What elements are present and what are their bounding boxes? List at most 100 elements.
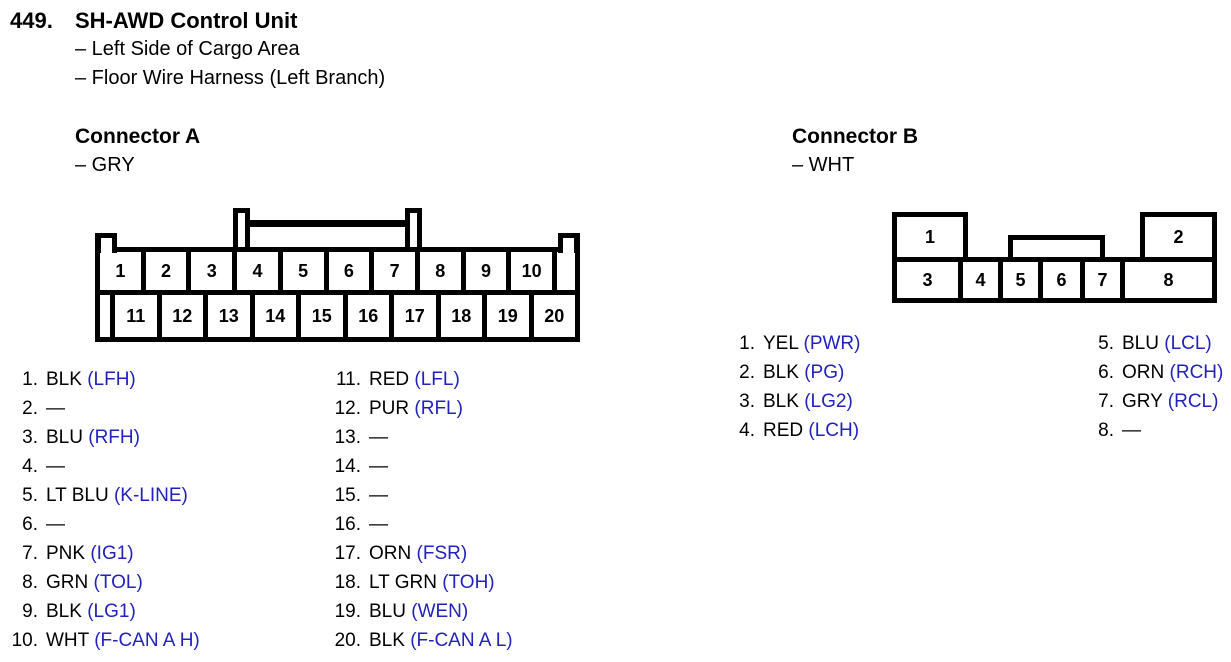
latch-bar — [245, 220, 410, 227]
pin-row: 8. — — [1086, 416, 1223, 445]
wire-color: BLK — [763, 391, 799, 412]
pin-number: 6. — [1098, 362, 1114, 383]
pin-cell: 3 — [191, 252, 238, 290]
signal-name: (RFL) — [414, 398, 463, 419]
wire-color: LT GRN — [369, 572, 437, 593]
signal-name: (LG2) — [804, 391, 853, 412]
wire-color: BLU — [46, 427, 83, 448]
wire-color: ORN — [369, 543, 412, 564]
pin-row: 18. LT GRN (TOH) — [330, 568, 513, 597]
pin-cell: 19 — [487, 295, 534, 337]
pin-row: 1.YEL (PWR) — [727, 329, 860, 358]
wire-color: — — [46, 456, 65, 477]
wire-color: ORN — [1122, 362, 1165, 383]
wire-color: — — [46, 398, 65, 419]
signal-name: (WEN) — [411, 601, 469, 622]
pin-number: 12. — [334, 398, 361, 419]
signal-name: (RFH) — [88, 427, 140, 448]
pin-row: 7.GRY (RCL) — [1086, 387, 1223, 416]
wire-color: — — [369, 427, 388, 448]
wire-color: — — [369, 485, 388, 506]
signal-name: (FSR) — [416, 543, 468, 564]
wire-color: — — [369, 456, 388, 477]
connector-b-diagram: 1 2 3 4 5 6 7 8 — [892, 212, 1217, 303]
signal-name: (LCH) — [808, 420, 860, 441]
pin-cell: 20 — [533, 295, 575, 337]
component-title: SH-AWD Control Unit — [75, 8, 298, 33]
pin-number: 2. — [22, 398, 38, 419]
wire-color: — — [46, 514, 65, 535]
connector-b-heading: Connector B — [792, 125, 918, 148]
pin-number: 20. — [334, 630, 361, 651]
pin-cell: 17 — [394, 295, 441, 337]
pin-number: 9. — [22, 601, 38, 622]
pin-cell: 4 — [963, 262, 1003, 298]
pin-number: 8. — [1098, 420, 1114, 441]
pin-cell: 13 — [208, 295, 255, 337]
pin-number: 1. — [739, 333, 755, 354]
pin-cell: 5 — [1003, 262, 1043, 298]
pin-number: 17. — [334, 543, 361, 564]
signal-name: (TOH) — [442, 572, 495, 593]
signal-name: (RCH) — [1169, 362, 1224, 383]
pin-row: 19. BLU (WEN) — [330, 597, 513, 626]
pin-row: 11.RED (LFL) — [330, 365, 513, 394]
pin-cell: 3 — [897, 262, 963, 298]
pin-number: 13. — [334, 427, 361, 448]
pin-number: 1. — [22, 369, 38, 390]
pin-number: 19. — [334, 601, 361, 622]
pin-row: 1. BLK (LFH) — [10, 365, 200, 394]
wire-color: RED — [369, 369, 410, 390]
pin-row: 15.— — [330, 481, 513, 510]
pin-number: 16. — [334, 514, 361, 535]
signal-name: (PWR) — [803, 333, 861, 354]
signal-name: (LG1) — [87, 601, 136, 622]
connector-a-bottom-row: 11 12 13 14 15 16 17 18 19 20 — [95, 295, 580, 342]
pin-number: 10. — [11, 630, 38, 651]
pin-cell: 16 — [347, 295, 394, 337]
wire-color: — — [369, 514, 388, 535]
pin-cell: 1 — [892, 212, 968, 262]
pin-row: 8.GRN (TOL) — [10, 568, 200, 597]
pin-number: 2. — [739, 362, 755, 383]
pin-number: 18. — [334, 572, 361, 593]
wire-color: BLK — [46, 601, 82, 622]
pin-row: 7.PNK (IG1) — [10, 539, 200, 568]
pin-cell: 15 — [301, 295, 348, 337]
pin-cell: 14 — [254, 295, 301, 337]
pin-cell: 7 — [1085, 262, 1125, 298]
mount-tab-right — [558, 233, 580, 253]
pin-cell: 18 — [440, 295, 487, 337]
pin-row: 2. — — [10, 394, 200, 423]
pin-row: 5.LT BLU (K-LINE) — [10, 481, 200, 510]
pin-row: 17. ORN (FSR) — [330, 539, 513, 568]
pin-row: 13. — — [330, 423, 513, 452]
wire-color: — — [1122, 420, 1141, 441]
connector-b-pin-list-left: 1.YEL (PWR) 2.BLK (PG) 3.BLK (LG2) 4.RED… — [727, 329, 860, 445]
pin-row: 3.BLK (LG2) — [727, 387, 860, 416]
connector-b-bottom-row: 3 4 5 6 7 8 — [892, 257, 1217, 303]
signal-name: (LFH) — [87, 369, 136, 390]
wire-color: BLK — [46, 369, 82, 390]
signal-name: (LCL) — [1164, 333, 1212, 354]
wire-color: PUR — [369, 398, 410, 419]
pin-row: 6. ORN (RCH) — [1086, 358, 1223, 387]
pin-cell: 8 — [419, 252, 466, 290]
page-title: 449. SH-AWD Control Unit — [10, 8, 385, 34]
pin-cell: 6 — [328, 252, 375, 290]
pin-cell: 7 — [374, 252, 420, 290]
page-header: 449. SH-AWD Control Unit – Left Side of … — [10, 8, 385, 92]
connector-a-top-row: 1 2 3 4 5 6 7 8 9 10 — [95, 247, 580, 295]
connector-a-pin-list-left: 1.BLK (LFH) 2.— 3.BLU (RFH) 4.— 5.LT BLU… — [10, 365, 200, 655]
connector-a-body: 1 2 3 4 5 6 7 8 9 10 11 12 13 14 15 16 1 — [95, 247, 580, 342]
pin-row: 6.— — [10, 510, 200, 539]
wire-color: BLU — [369, 601, 406, 622]
pin-cell: 5 — [282, 252, 329, 290]
signal-name: (LFL) — [414, 369, 460, 390]
signal-name: (PG) — [804, 362, 845, 383]
pin-number: 4. — [22, 456, 38, 477]
item-number: 449. — [10, 8, 53, 33]
location-line: – Floor Wire Harness (Left Branch) — [75, 67, 386, 89]
connector-a-diagram: 1 2 3 4 5 6 7 8 9 10 11 12 13 14 15 16 1 — [95, 205, 580, 342]
pin-cell: 1 — [100, 252, 146, 290]
